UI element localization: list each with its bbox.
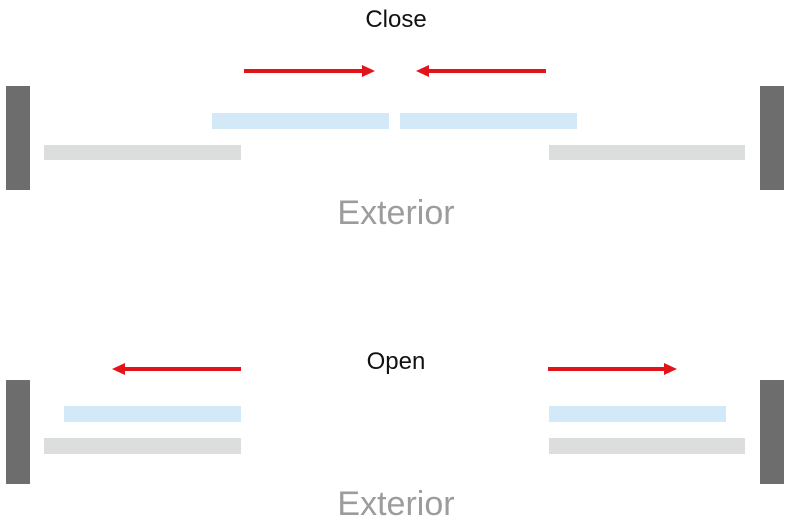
- close-left-fixed-panel: [44, 145, 241, 160]
- open-right-wall: [760, 380, 784, 484]
- close-label: Close: [365, 6, 427, 33]
- close-right-wall: [760, 86, 784, 190]
- close-exterior-label: Exterior: [337, 194, 455, 232]
- close-left-wall: [6, 86, 30, 190]
- open-arrow-right-icon: [548, 363, 677, 375]
- open-arrow-left-icon: [112, 363, 241, 375]
- open-right-sliding-panel: [549, 406, 726, 422]
- open-left-wall: [6, 380, 30, 484]
- close-arrow-left-icon: [416, 65, 546, 77]
- open-label: Open: [366, 348, 426, 375]
- open-exterior-label: Exterior: [337, 485, 455, 523]
- close-left-sliding-panel: [212, 113, 389, 129]
- close-arrow-right-icon: [244, 65, 375, 77]
- open-left-fixed-panel: [44, 438, 241, 454]
- open-left-sliding-panel: [64, 406, 241, 422]
- close-right-sliding-panel: [400, 113, 577, 129]
- open-right-fixed-panel: [549, 438, 745, 454]
- close-right-fixed-panel: [549, 145, 745, 160]
